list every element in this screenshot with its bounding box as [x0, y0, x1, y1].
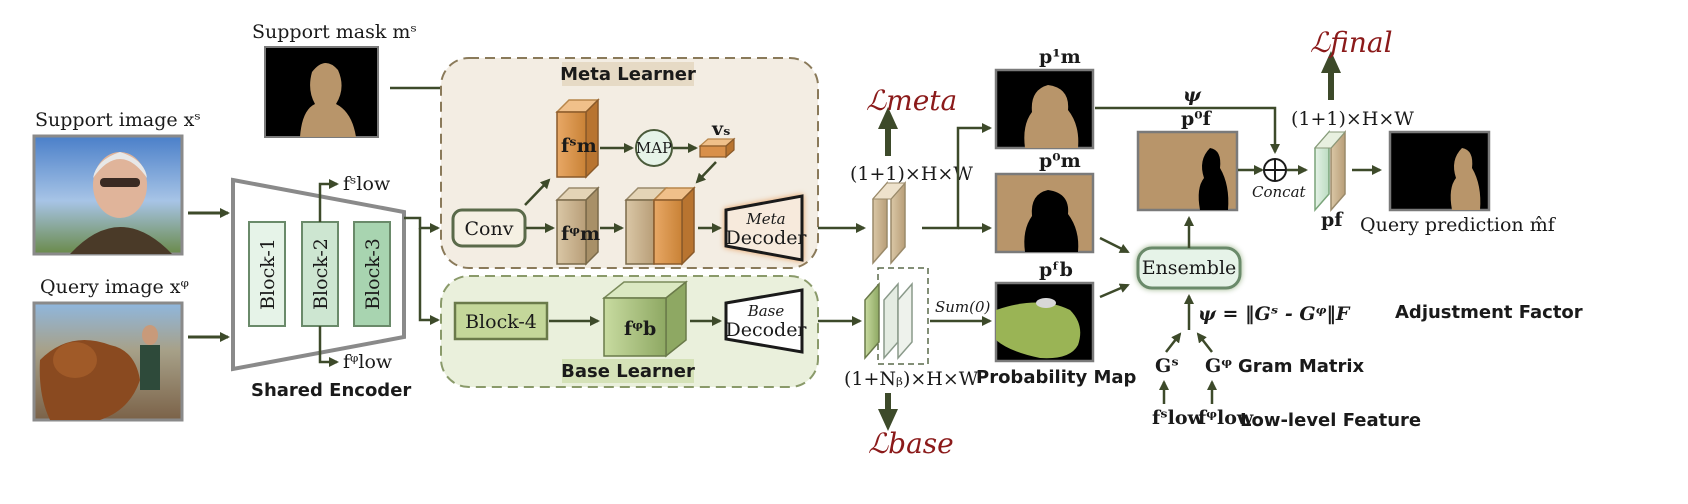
svg-text:Decoder: Decoder [725, 319, 807, 341]
pf0-map [1136, 130, 1239, 212]
svg-text:Block-4: Block-4 [465, 311, 537, 333]
f-low-s-label: fˢlow [343, 173, 391, 195]
map-operation: MAP [635, 129, 673, 167]
pm0-label: p⁰m [1039, 150, 1081, 172]
meta-learner-title-bg [562, 62, 694, 86]
gram-matrix-label: Gram Matrix [1238, 356, 1365, 377]
meta-output-tensor [871, 181, 907, 265]
sum-label: Sum(0) [935, 298, 991, 316]
low-s-label: fˢlow [1152, 407, 1205, 429]
pm1-label: p¹m [1039, 46, 1081, 68]
ensemble-block: Ensemble [1136, 246, 1242, 290]
meta-learner-title: Meta Learner [560, 64, 696, 85]
svg-text:Meta: Meta [745, 210, 785, 228]
base-decoder: Base Decoder [724, 288, 807, 354]
meta-output-shape: (1+1)×H×W [850, 163, 973, 185]
meta-loss: ℒmeta [866, 84, 957, 117]
svg-text:MAP: MAP [636, 139, 672, 157]
encoder-block-3: Block-3 [353, 221, 391, 327]
fm-s-feature: fˢm [555, 98, 600, 179]
fb-q-feature: fᵠb [601, 280, 689, 358]
support-mask-label: Support mask mˢ [252, 21, 417, 43]
svg-text:Base: Base [747, 302, 785, 320]
svg-text:fᵠb: fᵠb [624, 318, 656, 340]
final-output-shape: (1+1)×H×W [1291, 108, 1414, 130]
meta-merged-features [624, 186, 696, 266]
base-loss: ℒbase [868, 427, 954, 460]
pf0-label: p⁰f [1181, 108, 1213, 130]
svg-text:Ensemble: Ensemble [1142, 257, 1237, 279]
adjustment-factor-label: Adjustment Factor [1395, 302, 1583, 323]
gram-q-label: Gᵠ [1205, 355, 1232, 377]
low-q-label: fᵠlow [1198, 407, 1254, 429]
encoder-block-1: Block-1 [248, 221, 286, 327]
encoder-block-2: Block-2 [301, 221, 339, 327]
low-level-feature-label: Low-level Feature [1240, 410, 1421, 431]
svg-text:Block-2: Block-2 [310, 238, 332, 310]
base-learner-title-bg [562, 359, 694, 383]
gram-s-label: Gˢ [1155, 355, 1179, 377]
fm-q-feature: fᵠm [555, 186, 600, 266]
concat-label: Concat [1252, 183, 1307, 201]
svg-text:Decoder: Decoder [725, 227, 807, 249]
svg-text:Block-1: Block-1 [257, 238, 279, 310]
final-tensor [1313, 130, 1347, 212]
query-prediction-label: Query prediction m̂f [1360, 214, 1557, 236]
psi-label: ψ [1183, 84, 1202, 106]
support-image-label: Support image xˢ [35, 109, 201, 131]
final-loss: ℒfinal [1310, 26, 1393, 59]
vs-label: vₛ [711, 118, 731, 140]
svg-text:Block-3: Block-3 [362, 238, 384, 310]
support-image [32, 134, 184, 256]
pm1-map [994, 68, 1095, 150]
concat-operator [1263, 158, 1287, 182]
pbf-map [994, 281, 1095, 363]
support-mask [264, 46, 379, 138]
svg-text:fˢm: fˢm [561, 135, 597, 157]
base-output-shape: (1+Nᵦ)×H×W [844, 368, 979, 390]
conv-block: Conv [451, 208, 527, 248]
block-4: Block-4 [453, 301, 549, 341]
base-output-tensor [864, 267, 929, 365]
query-prediction [1388, 130, 1491, 212]
meta-decoder: Meta Decoder [724, 194, 807, 262]
probability-map-label: Probability Map [976, 367, 1137, 388]
pm0-map [994, 172, 1095, 254]
adjustment-equation: ψ = ‖Gˢ - Gᵠ‖F [1198, 303, 1351, 325]
meta-learner-panel [440, 57, 819, 269]
query-image-label: Query image xᵠ [40, 276, 189, 298]
svg-text:fᵠm: fᵠm [561, 223, 600, 245]
pbf-label: pᶠb [1039, 259, 1073, 281]
vs-prototype [698, 137, 736, 159]
f-low-q-label: fᵠlow [343, 351, 393, 373]
pf-label: pf [1321, 209, 1344, 231]
svg-text:Conv: Conv [465, 218, 514, 240]
query-image [32, 301, 184, 422]
shared-encoder-title: Shared Encoder [251, 380, 411, 401]
base-learner-title: Base Learner [561, 361, 695, 382]
